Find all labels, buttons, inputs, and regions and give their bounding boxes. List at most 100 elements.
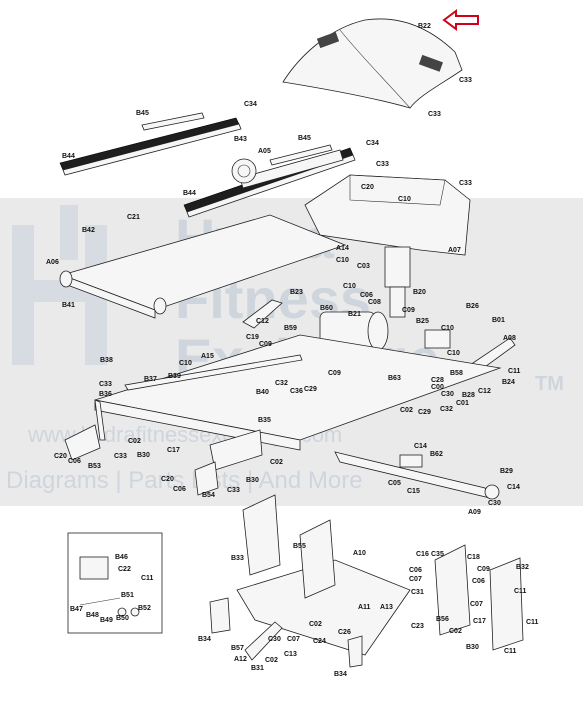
bracket-b23: [242, 299, 283, 329]
side-rail-left: [59, 112, 242, 176]
label-C06: C06: [173, 486, 186, 493]
label-B63: B63: [388, 375, 401, 382]
label-C02: C02: [309, 621, 322, 628]
label-C11: C11: [508, 368, 521, 375]
label-B44: B44: [62, 153, 75, 160]
label-A07: A07: [448, 247, 461, 254]
label-B57: B57: [231, 645, 244, 652]
label-C30: C30: [488, 500, 501, 507]
label-B53: B53: [88, 463, 101, 470]
label-B30: B30: [137, 452, 150, 459]
running-deck-part: [59, 214, 347, 319]
label-C33: C33: [459, 77, 472, 84]
label-C13: C13: [284, 651, 297, 658]
label-B44: B44: [183, 190, 196, 197]
label-C20: C20: [161, 476, 174, 483]
label-C31: C31: [411, 589, 424, 596]
label-C34: C34: [366, 140, 379, 147]
label-B30: B30: [466, 644, 479, 651]
label-B39: B39: [168, 373, 181, 380]
label-C36: C36: [290, 388, 303, 395]
label-A08: A08: [503, 335, 516, 342]
label-C30: C30: [268, 636, 281, 643]
label-A12: A12: [234, 656, 247, 663]
label-C06: C06: [360, 292, 373, 299]
label-C06: C06: [68, 458, 81, 465]
label-C20: C20: [361, 184, 374, 191]
label-B35: B35: [258, 417, 271, 424]
label-B48: B48: [86, 612, 99, 619]
label-B40: B40: [256, 389, 269, 396]
label-B23: B23: [290, 289, 303, 296]
label-C28: C28: [431, 377, 444, 384]
label-A14: A14: [336, 245, 349, 252]
label-B36: B36: [99, 391, 112, 398]
label-C11: C11: [526, 619, 539, 626]
label-B54: B54: [202, 492, 215, 499]
label-B55: B55: [293, 543, 306, 550]
rear-tube-part: [334, 451, 500, 500]
label-B32: B32: [516, 564, 529, 571]
label-C10: C10: [441, 325, 454, 332]
label-B45: B45: [136, 110, 149, 117]
label-B22: B22: [418, 23, 431, 30]
label-C35: C35: [431, 551, 444, 558]
label-B60: B60: [320, 305, 333, 312]
label-B49: B49: [100, 617, 113, 624]
label-B34: B34: [334, 671, 347, 678]
label-B29: B29: [500, 468, 513, 475]
label-C29: C29: [418, 409, 431, 416]
motor-hood-part: [282, 18, 463, 109]
label-B37: B37: [144, 376, 157, 383]
label-B20: B20: [413, 289, 426, 296]
label-C33: C33: [114, 453, 127, 460]
label-C21: C21: [127, 214, 140, 221]
lift-frame-part: [209, 494, 524, 668]
label-A10: A10: [353, 550, 366, 557]
foot-b53: [64, 424, 101, 461]
label-B31: B31: [251, 665, 264, 672]
label-C11: C11: [141, 575, 154, 582]
label-C11: C11: [504, 648, 517, 655]
label-A09: A09: [468, 509, 481, 516]
inset-detail-box: [67, 532, 163, 634]
label-C17: C17: [167, 447, 180, 454]
highlight-arrow-icon: [442, 9, 479, 31]
label-C32: C32: [440, 406, 453, 413]
label-C33: C33: [459, 180, 472, 187]
foot-b54: [194, 461, 219, 496]
label-C08: C08: [368, 299, 381, 306]
label-C29: C29: [304, 386, 317, 393]
label-C03: C03: [357, 263, 370, 270]
label-C10: C10: [343, 283, 356, 290]
label-C22: C22: [118, 566, 131, 573]
motor-cover-base: [304, 174, 471, 256]
label-C02: C02: [128, 438, 141, 445]
label-C23: C23: [411, 623, 424, 630]
label-A05: A05: [258, 148, 271, 155]
label-C00: C00: [431, 384, 444, 391]
label-C09: C09: [328, 370, 341, 377]
watermark-tagline: Diagrams | Parts Lists | And More: [6, 467, 363, 494]
label-A11: A11: [358, 604, 371, 611]
label-B34: B34: [198, 636, 211, 643]
label-B56: B56: [436, 616, 449, 623]
main-frame-part: [94, 334, 502, 471]
label-B52: B52: [138, 605, 151, 612]
label-C10: C10: [336, 257, 349, 264]
label-C16: C16: [416, 551, 429, 558]
label-C02: C02: [449, 628, 462, 635]
watermark-tm: TM: [535, 373, 564, 395]
label-C33: C33: [227, 487, 240, 494]
label-C02: C02: [400, 407, 413, 414]
controller-b25: [424, 329, 451, 349]
label-C14: C14: [507, 484, 520, 491]
label-B30: B30: [246, 477, 259, 484]
front-roller-part: [231, 149, 344, 189]
label-C15: C15: [407, 488, 420, 495]
label-A06: A06: [46, 259, 59, 266]
label-C14: C14: [414, 443, 427, 450]
crossbar-a15: [124, 354, 303, 391]
label-B01: B01: [492, 317, 505, 324]
